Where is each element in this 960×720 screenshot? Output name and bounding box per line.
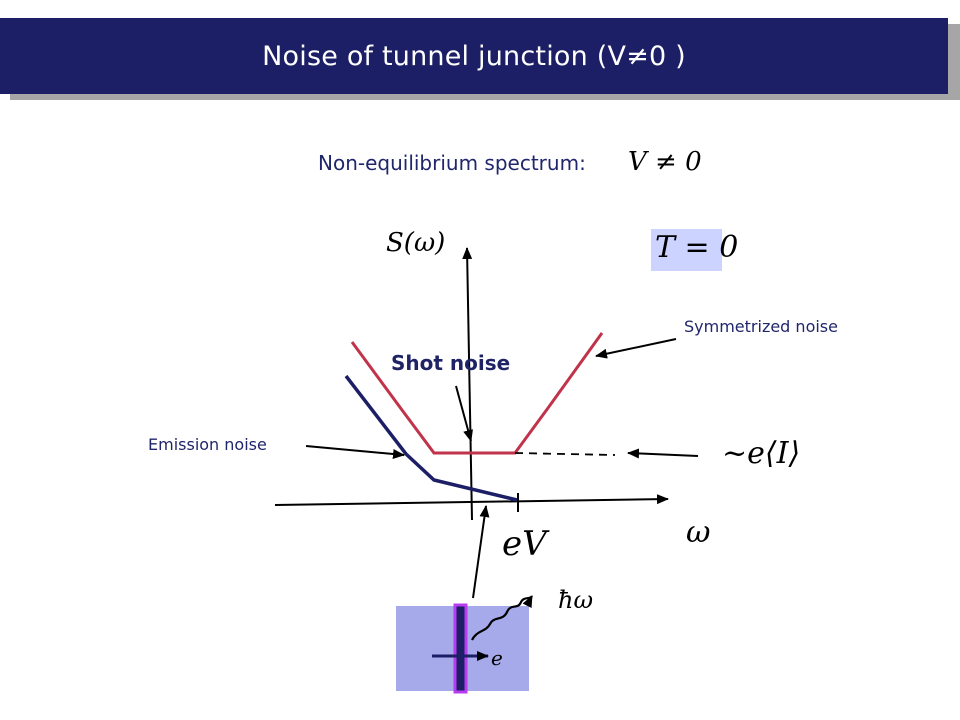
shot-level-dashed-line — [514, 452, 616, 456]
arrow-shot — [455, 385, 473, 442]
subtitle: Non-equilibrium spectrum: — [318, 151, 586, 175]
label-symmetrized-noise: Symmetrized noise — [684, 317, 838, 336]
math-omega: ω — [686, 515, 711, 550]
label-emission-noise: Emission noise — [148, 435, 267, 454]
emission-noise-curve — [344, 374, 518, 502]
tunnel-barrier — [453, 603, 468, 694]
arrow-shot-level — [627, 448, 699, 459]
math-t-eq-0: T = 0 — [655, 230, 739, 265]
s-axis — [462, 247, 473, 521]
label-shot-noise: Shot noise — [391, 351, 511, 375]
arrow-junction — [472, 505, 490, 599]
arrow-emission — [305, 445, 405, 459]
math-hbar-omega: ħω — [558, 586, 594, 614]
slide-title: Noise of tunnel junction (V≠0 ) — [262, 40, 686, 72]
math-shot-level: ~e⟨I⟩ — [722, 436, 801, 471]
title-bar: Noise of tunnel junction (V≠0 ) — [0, 18, 948, 94]
math-electron: e — [491, 646, 503, 670]
math-v-neq-0: V ≠ 0 — [628, 147, 702, 177]
math-s-omega: S(ω) — [386, 228, 446, 258]
symmetrized-noise-curve — [350, 332, 604, 455]
temperature-box — [651, 229, 722, 271]
arrow-symmetrized — [595, 338, 677, 359]
math-ev: eV — [502, 524, 547, 564]
photon-wavy-arrow — [471, 595, 533, 641]
